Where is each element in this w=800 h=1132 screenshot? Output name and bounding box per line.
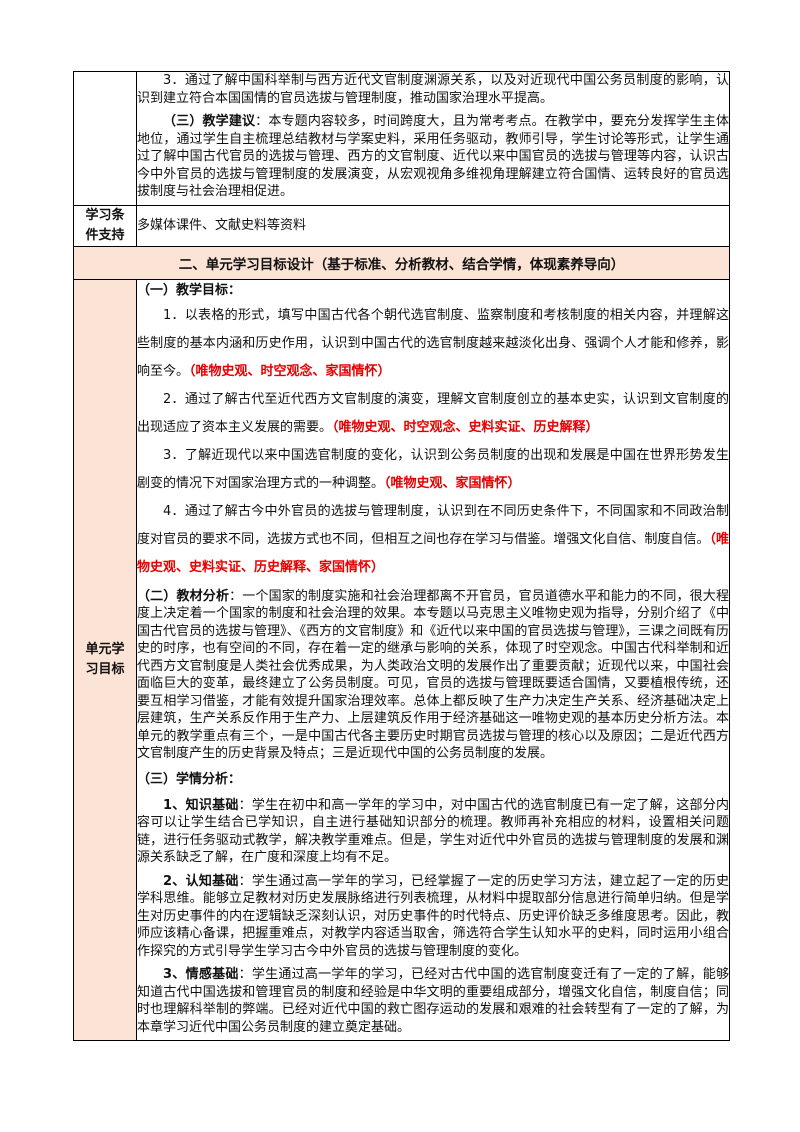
learner-cognitive-basis: 2、认知基础：学生通过高一学年的学习，已经掌握了一定的历史学习方法，建立起了一定… xyxy=(137,873,729,961)
goal-text: 2．通过了解古代至近代西方文官制度的演变，理解文官制度创立的基本史实，认识到文官… xyxy=(137,391,729,435)
textbook-analysis-text: ：一个国家的制度实施和社会治理都离不开官员，官员道德水平和能力的不同，很大程度上… xyxy=(137,588,729,762)
learning-conditions-content: 多媒体课件、文献史料等资料 xyxy=(136,204,730,247)
textbook-analysis: （二）教材分析：一个国家的制度实施和社会治理都离不开官员，官员道德水平和能力的不… xyxy=(137,588,729,763)
teaching-goal-3: 3．了解近现代以来中国选官制度的变化，认识到公务员制度的出现和发展是中国在世界形… xyxy=(137,442,729,498)
learner-emotional-basis: 3、情感基础：学生通过高一学年的学习，已经对古代中国的选官制度变迁有了一定的了解… xyxy=(137,966,729,1036)
section-2-title: 二、单元学习目标设计（基于标准、分析教材、结合学情，体现素养导向） xyxy=(73,245,730,280)
basis-text: ：学生通过高一学年的学习，已经对古代中国的选官制度变迁有了一定的了解，能够知道古… xyxy=(137,967,729,1035)
textbook-analysis-heading: （二）教材分析 xyxy=(137,588,230,604)
basis-title: 3、情感基础 xyxy=(163,967,239,982)
unit-design-table: 3．通过了解中国科举制与西方近代文官制度渊源关系，以及对近现代中国公务员制度的影… xyxy=(73,71,730,1041)
suggestion-text: ：本专题内容较多，时间跨度大，且为常考考点。在教学中，要充分发挥学生主体地位，通… xyxy=(137,114,729,199)
teaching-goal-4: 4．通过了解古今中外官员的选拔与管理制度，认识到在不同历史条件下，不同国家和不同… xyxy=(137,498,729,582)
learning-conditions-text: 多媒体课件、文献史料等资料 xyxy=(137,217,307,233)
suggestion-heading: （三）教学建议 xyxy=(163,114,256,129)
basis-title: 1、知识基础 xyxy=(163,797,239,813)
continued-content-cell: 3．通过了解中国科举制与西方近代文官制度渊源关系，以及对近现代中国公务员制度的影… xyxy=(136,71,730,206)
row-section-2-header: 二、单元学习目标设计（基于标准、分析教材、结合学情，体现素养导向） xyxy=(73,245,730,280)
goal-text: 3．了解近现代以来中国选官制度的变化，认识到公务员制度的出现和发展是中国在世界形… xyxy=(137,447,729,491)
blank-label-cell xyxy=(73,71,137,206)
learner-analysis-heading: （三）学情分析： xyxy=(137,771,242,787)
learning-conditions-label: 学习条件支持 xyxy=(73,204,137,247)
goal-text: 1．以表格的形式，填写中国古代各个朝代选官制度、监察制度和考核制度的相关内容，并… xyxy=(137,307,729,379)
unit-goals-label: 单元学习目标 xyxy=(73,278,137,1041)
teaching-goal-2: 2．通过了解古代至近代西方文官制度的演变，理解文官制度创立的基本史实，认识到文官… xyxy=(137,386,729,442)
row-teaching-content-continued: 3．通过了解中国科举制与西方近代文官制度渊源关系，以及对近现代中国公务员制度的影… xyxy=(73,71,730,206)
teaching-goal-1: 1．以表格的形式，填写中国古代各个朝代选官制度、监察制度和考核制度的相关内容，并… xyxy=(137,302,729,386)
teaching-suggestion: （三）教学建议：本专题内容较多，时间跨度大，且为常考考点。在教学中，要充分发挥学… xyxy=(137,113,729,201)
basis-text: ：学生在初中和高一学年的学习中，对中国古代的选官制度已有一定了解，这部分内容可以… xyxy=(137,797,729,866)
basis-title: 2、认知基础 xyxy=(163,873,239,889)
literacy-tags: （唯物史观、时空观念、史料实证、历史解释） xyxy=(332,419,599,435)
unit-goals-content: （一）教学目标： 1．以表格的形式，填写中国古代各个朝代选官制度、监察制度和考核… xyxy=(136,278,730,1041)
goal-text: 4．通过了解古今中外官员的选拔与管理制度，认识到在不同历史条件下，不同国家和不同… xyxy=(137,503,729,547)
literacy-tags: （唯物史观、史料实证、历史解释、家国情怀） xyxy=(137,531,729,575)
row-learning-conditions: 学习条件支持 多媒体课件、文献史料等资料 xyxy=(73,204,730,247)
goal-item-3-prev: 3．通过了解中国科举制与西方近代文官制度渊源关系，以及对近现代中国公务员制度的影… xyxy=(137,73,729,106)
learner-knowledge-basis: 1、知识基础：学生在初中和高一学年的学习中，对中国古代的选官制度已有一定了解，这… xyxy=(137,797,729,867)
teaching-goals-heading: （一）教学目标： xyxy=(137,282,242,298)
basis-text: ：学生通过高一学年的学习，已经掌握了一定的历史学习方法，建立起了一定的历史学科思… xyxy=(137,873,729,959)
literacy-tags: （唯物史观、家国情怀） xyxy=(384,475,521,491)
row-unit-goals: 单元学习目标 （一）教学目标： 1．以表格的形式，填写中国古代各个朝代选官制度、… xyxy=(73,278,730,1041)
literacy-tags: （唯物史观、时空观念、家国情怀） xyxy=(189,363,391,379)
